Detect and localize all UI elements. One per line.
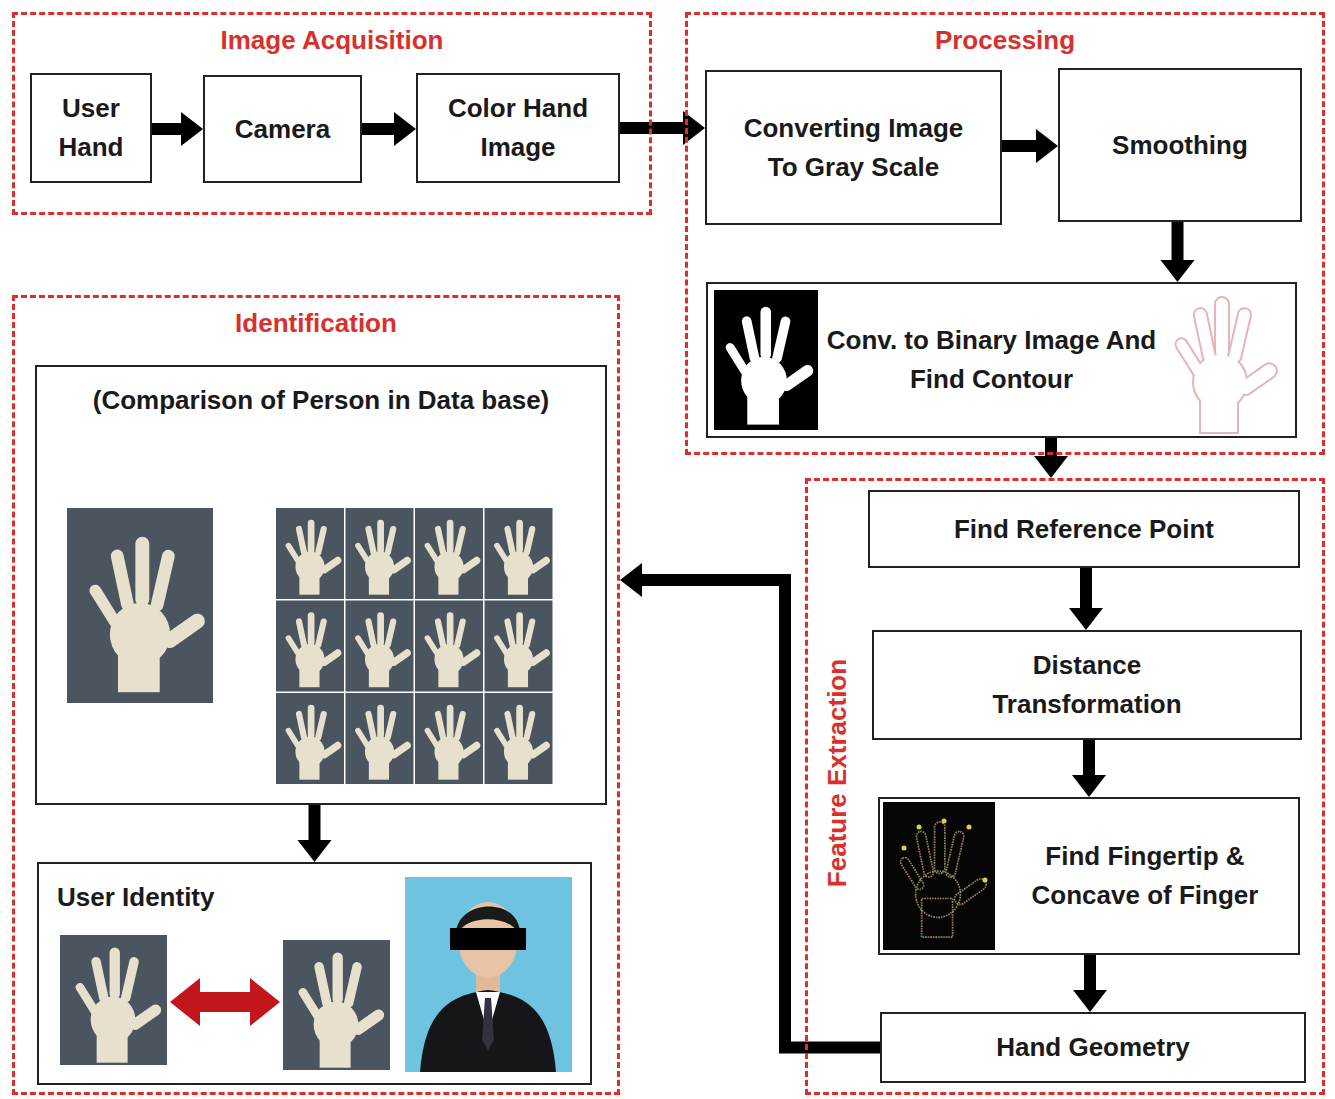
- arrow-shaft: [1080, 568, 1092, 609]
- box-label: User Hand: [42, 89, 140, 167]
- arrow-shaft: [1172, 222, 1184, 261]
- process-box: (Comparison of Person in Data base): [35, 365, 607, 805]
- stage-region: Feature Extraction Find Reference PointDi…: [805, 478, 1325, 1095]
- arrow-head: [298, 840, 332, 862]
- query-hand-photo: [67, 508, 213, 703]
- box-label: Smoothing: [1112, 126, 1248, 165]
- flow-arrow: [362, 112, 416, 146]
- arrow-head: [1069, 608, 1103, 630]
- process-box: Hand Geometry: [880, 1012, 1306, 1083]
- arrow-head: [1073, 990, 1107, 1012]
- arrow-head: [1072, 775, 1106, 797]
- flow-arrow: [1034, 438, 1068, 478]
- process-box: Distance Transformation: [872, 630, 1302, 740]
- arrow-shaft: [309, 805, 321, 841]
- process-box: Converting Image To Gray Scale: [705, 70, 1002, 225]
- arrow-head: [620, 563, 642, 597]
- flow-arrow: [1002, 129, 1058, 163]
- stage-region: Identification (Comparison of Person in D…: [12, 295, 620, 1095]
- flow-arrow: [1161, 222, 1195, 282]
- process-box: Camera: [203, 75, 362, 183]
- process-box: Find Fingertip & Concave of Finger: [878, 797, 1300, 955]
- stage-heading: Processing: [688, 25, 1322, 56]
- box-label: Find Fingertip & Concave of Finger: [1002, 837, 1288, 915]
- process-box: User Hand: [30, 73, 152, 183]
- box-label: Hand Geometry: [996, 1028, 1190, 1067]
- flow-arrow: [1072, 740, 1106, 797]
- process-box: Conv. to Binary Image And Find Contour: [706, 282, 1297, 438]
- flow-arrow: [620, 563, 880, 1048]
- arrow-shaft: [1084, 955, 1096, 991]
- stage-region: ProcessingConverting Image To Gray Scale…: [685, 12, 1325, 455]
- arrow-shaft: [1002, 140, 1037, 152]
- stage-heading: Image Acquisition: [15, 25, 649, 56]
- process-box: Color Hand Image: [416, 73, 620, 183]
- arrow-head: [1034, 456, 1068, 478]
- database-hand-photos: [276, 508, 553, 784]
- box-label: Converting Image To Gray Scale: [737, 109, 970, 187]
- binary-hand-image: [714, 290, 818, 430]
- box-label: Color Hand Image: [428, 89, 608, 167]
- stage-heading: Feature Extraction: [822, 659, 853, 887]
- matched-hand-photos: [60, 935, 390, 1070]
- box-label: Camera: [235, 110, 330, 149]
- contour-hand-image: [1175, 298, 1279, 432]
- stage-region: Image AcquisitionUser Hand Camera Color Ha…: [12, 12, 652, 215]
- arrow-shaft: [362, 123, 395, 135]
- box-label: Find Reference Point: [954, 510, 1214, 549]
- flow-arrow: [152, 112, 203, 146]
- arrow-shaft: [620, 122, 684, 134]
- box-label: (Comparison of Person in Data base): [93, 381, 550, 420]
- person-photo: [405, 877, 572, 1072]
- flow-arrow: [620, 111, 705, 145]
- stage-heading: Identification: [15, 308, 617, 339]
- fingertip-image: [883, 802, 995, 950]
- box-label: Conv. to Binary Image And Find Contour: [823, 321, 1160, 399]
- arrow-shaft: [1083, 740, 1095, 776]
- flow-arrow: [298, 805, 332, 862]
- process-box: User Identity: [37, 862, 592, 1085]
- box-label: Distance Transformation: [964, 646, 1210, 724]
- process-box: Find Reference Point: [868, 490, 1300, 568]
- arrow-head: [394, 112, 416, 146]
- flow-arrow: [1073, 955, 1107, 1012]
- process-box: Smoothing: [1058, 68, 1302, 222]
- arrow-head: [181, 112, 203, 146]
- arrow-head: [1161, 260, 1195, 282]
- arrow-head: [1036, 129, 1058, 163]
- flow-arrow: [1069, 568, 1103, 630]
- arrow-shaft: [152, 123, 182, 135]
- arrow-shaft: [641, 580, 880, 1048]
- box-label: User Identity: [57, 878, 215, 917]
